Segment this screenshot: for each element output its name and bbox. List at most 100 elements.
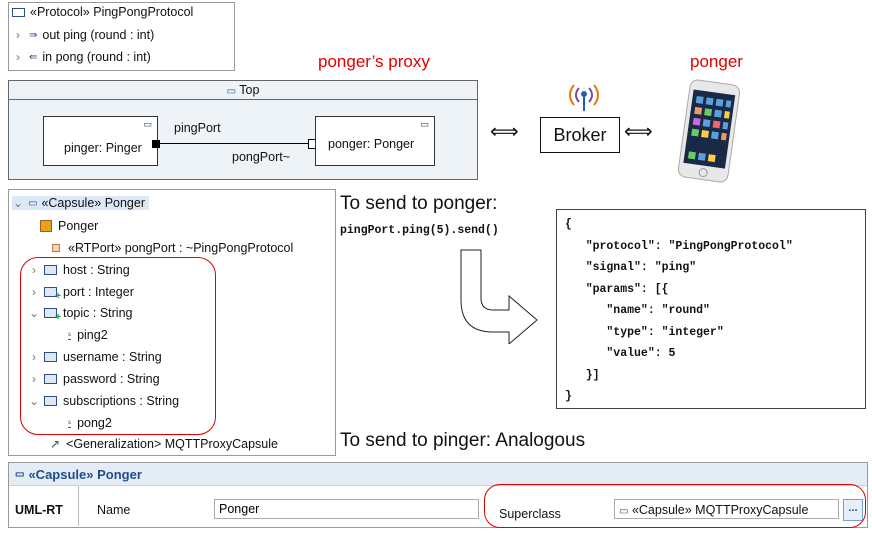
in-message-icon: ⇚ xyxy=(29,51,38,63)
json-message-box: { "protocol": "PingPongProtocol" "signal… xyxy=(556,209,866,409)
tree-item-generalization[interactable]: ↗ <Generalization> MQTTProxyCapsule xyxy=(50,437,278,451)
broker-label: Broker xyxy=(553,125,607,145)
tree-item-port[interactable]: › port : Integer xyxy=(28,285,134,302)
capsule-tree-root[interactable]: ⌄ ▭ «Capsule» Ponger xyxy=(12,196,149,210)
send-to-ponger-text: To send to ponger: xyxy=(340,193,498,214)
superclass-field[interactable]: ▭ «Capsule» MQTTProxyCapsule xyxy=(614,499,839,519)
tree-item-label: <Generalization> MQTTProxyCapsule xyxy=(66,437,278,451)
double-arrow-left: ⟺ xyxy=(490,121,519,143)
out-msg-label: out ping (round : int) xyxy=(42,28,155,42)
port-icon xyxy=(52,244,60,252)
tree-item-label: subscriptions : String xyxy=(63,394,180,408)
ping-port-label: pingPort xyxy=(174,121,221,135)
proxy-caption: ponger’s proxy xyxy=(318,52,430,71)
tree-item-label: host : String xyxy=(63,263,130,277)
tree-item-label: ping2 xyxy=(77,328,108,342)
attribute-add-icon xyxy=(44,308,61,323)
curved-arrow xyxy=(455,248,543,349)
double-arrow-right: ⟺ xyxy=(624,121,653,143)
tab-uml-rt[interactable]: UML-RT xyxy=(9,486,79,526)
tree-item-label: Ponger xyxy=(58,219,99,233)
capsule-icon: ▭ xyxy=(15,468,25,480)
name-field[interactable] xyxy=(214,499,479,519)
capsule-icon: ▭ xyxy=(226,86,237,97)
protocol-tree-in-msg[interactable]: › ⇚ in pong (round : int) xyxy=(12,50,151,64)
attribute-icon xyxy=(44,374,57,384)
chevron-right-icon[interactable]: › xyxy=(16,50,20,64)
tree-item-label: password : String xyxy=(63,372,160,386)
protocol-tree-root-label: «Protocol» PingPongProtocol xyxy=(30,5,194,19)
pong-port-label: pongPort~ xyxy=(232,150,291,164)
string-literal-icon: ˢ xyxy=(68,417,72,428)
tree-item-label: pong2 xyxy=(77,416,112,430)
properties-panel: ▭ «Capsule» Ponger UML-RT Name Superclas… xyxy=(8,462,868,528)
protocol-icon xyxy=(12,7,25,17)
wireless-icon xyxy=(563,80,605,119)
properties-header: ▭ «Capsule» Ponger xyxy=(9,463,867,486)
tree-item-label: topic : String xyxy=(63,306,133,320)
tree-item-ponger-statemachine[interactable]: Ponger xyxy=(40,219,98,233)
json-line: "protocol": "PingPongProtocol" xyxy=(565,239,793,253)
json-line: { xyxy=(565,218,572,231)
send-to-pinger-text: To send to pinger: Analogous xyxy=(340,430,586,451)
json-line: "signal": "ping" xyxy=(565,261,697,274)
chevron-right-icon[interactable]: › xyxy=(32,285,36,299)
ping-port-square[interactable] xyxy=(152,140,160,148)
tree-item-label: «RTPort» pongPort : ~PingPongProtocol xyxy=(68,241,294,255)
top-structure-header: ▭ Top xyxy=(9,81,477,100)
json-line: }] xyxy=(565,368,600,382)
json-line: "name": "round" xyxy=(565,304,710,317)
tree-item-label: username : String xyxy=(63,350,162,364)
capsule-icon: ▭ xyxy=(143,119,152,129)
json-line: "type": "integer" xyxy=(565,325,724,339)
pinger-part[interactable]: ▭ pinger: Pinger xyxy=(43,116,158,166)
top-title: Top xyxy=(239,83,260,97)
tree-item-topic[interactable]: ⌄ topic : String xyxy=(28,306,133,323)
attribute-add-icon xyxy=(44,287,61,302)
chevron-right-icon[interactable]: › xyxy=(32,372,36,386)
tree-item-username[interactable]: › username : String xyxy=(28,350,162,364)
protocol-tree-panel xyxy=(8,2,235,71)
capsule-icon: ▭ xyxy=(420,119,429,129)
superclass-value: «Capsule» MQTTProxyCapsule xyxy=(631,503,809,517)
highlight-superclass xyxy=(484,484,866,528)
json-line: "value": 5 xyxy=(565,347,676,360)
chevron-right-icon[interactable]: › xyxy=(32,350,36,364)
tree-item-label: port : Integer xyxy=(63,285,134,299)
tree-item-subscriptions[interactable]: ⌄ subscriptions : String xyxy=(28,394,179,408)
attribute-icon xyxy=(44,352,57,362)
ponger-part-label: ponger: Ponger xyxy=(328,137,415,151)
in-msg-label: in pong (round : int) xyxy=(42,50,151,64)
protocol-tree-out-msg[interactable]: › ⇛ out ping (round : int) xyxy=(12,28,154,42)
chevron-down-icon[interactable]: ⌄ xyxy=(28,306,40,320)
chevron-down-icon[interactable]: ⌄ xyxy=(12,196,24,210)
chevron-down-icon[interactable]: ⌄ xyxy=(28,394,40,408)
capsule-root-label: «Capsule» Ponger xyxy=(41,196,145,210)
chevron-right-icon[interactable]: › xyxy=(16,28,20,42)
connector-line xyxy=(160,143,310,144)
name-label: Name xyxy=(97,503,131,517)
tree-item-pong2[interactable]: ˢ pong2 xyxy=(50,416,112,430)
highlight-ellipse xyxy=(20,257,216,435)
tree-item-rtport[interactable]: «RTPort» pongPort : ~PingPongProtocol xyxy=(52,241,293,255)
tree-item-ping2[interactable]: ˢ ping2 xyxy=(50,328,108,342)
string-literal-icon: ˢ xyxy=(68,329,72,340)
json-line: } xyxy=(565,390,572,403)
send-code: pingPort.ping(5).send() xyxy=(340,224,499,237)
capsule-icon: ▭ xyxy=(619,506,629,517)
properties-title: «Capsule» Ponger xyxy=(28,466,142,482)
generalization-arrow-icon: ↗ xyxy=(50,437,61,451)
ponger-part[interactable]: ▭ ponger: Ponger xyxy=(315,116,435,166)
json-line: "params": [{ xyxy=(565,282,669,296)
phone-image xyxy=(672,76,746,191)
out-message-icon: ⇛ xyxy=(29,29,38,41)
tree-item-password[interactable]: › password : String xyxy=(28,372,160,386)
capsule-icon: ▭ xyxy=(28,197,38,209)
attribute-icon xyxy=(44,265,57,275)
ponger-caption: ponger xyxy=(690,52,743,71)
broker-box[interactable]: Broker xyxy=(540,117,620,153)
protocol-tree-root[interactable]: «Protocol» PingPongProtocol xyxy=(12,5,193,19)
pinger-part-label: pinger: Pinger xyxy=(64,141,142,155)
superclass-label: Superclass xyxy=(499,507,561,521)
state-machine-icon xyxy=(40,220,52,232)
